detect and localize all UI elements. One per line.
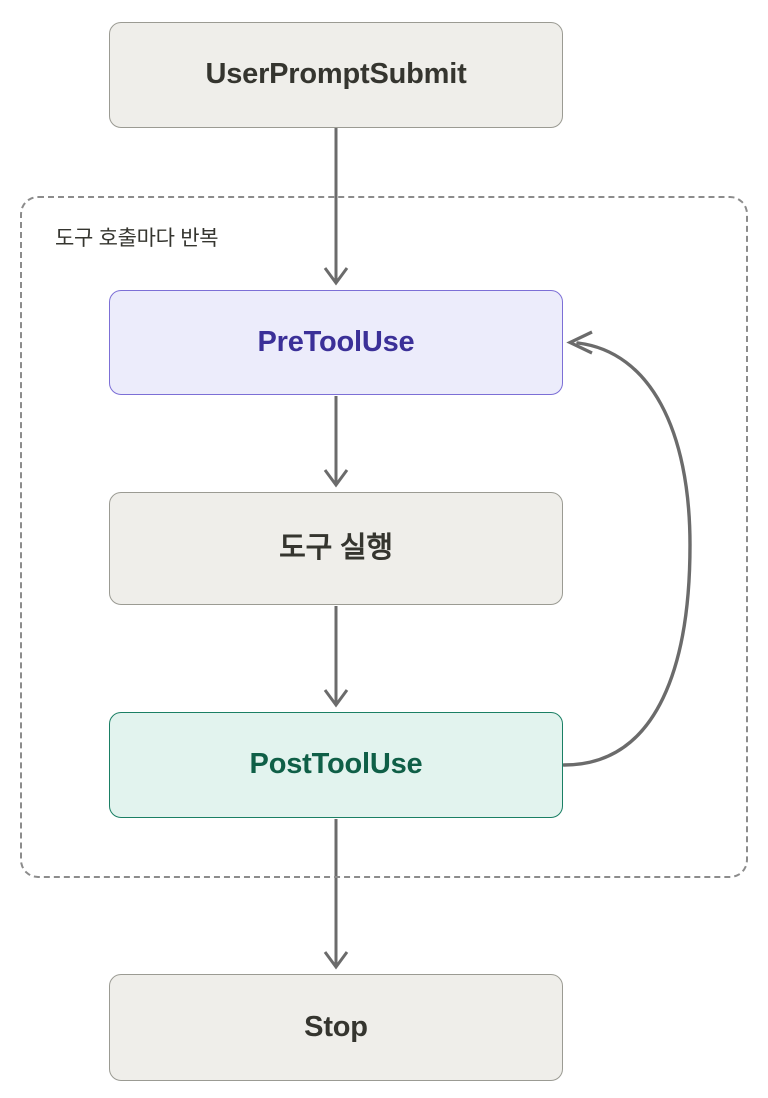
node-label: PostToolUse <box>249 748 423 781</box>
arrowhead-pretooluse-loop <box>566 330 593 355</box>
loop-group-boundary <box>20 196 748 878</box>
node-label: 도구 실행 <box>279 531 393 564</box>
node-user-prompt-submit[interactable]: UserPromptSubmit <box>109 22 563 128</box>
arrowhead-stop <box>323 951 349 970</box>
node-tool-execution[interactable]: 도구 실행 <box>109 492 563 605</box>
node-label: Stop <box>304 1010 368 1043</box>
arrowhead-pretooluse <box>323 267 349 286</box>
loop-group-label: 도구 호출마다 반복 <box>55 227 219 250</box>
arrowhead-posttooluse <box>323 689 349 708</box>
node-pre-tool-use[interactable]: PreToolUse <box>109 290 563 395</box>
node-label: PreToolUse <box>257 325 415 358</box>
node-post-tool-use[interactable]: PostToolUse <box>109 712 563 818</box>
arrowhead-toolexecution <box>323 469 349 488</box>
edge-posttooluse-to-pretooluse-loop <box>562 341 692 767</box>
node-stop[interactable]: Stop <box>109 974 563 1081</box>
node-label: UserPromptSubmit <box>205 58 467 91</box>
